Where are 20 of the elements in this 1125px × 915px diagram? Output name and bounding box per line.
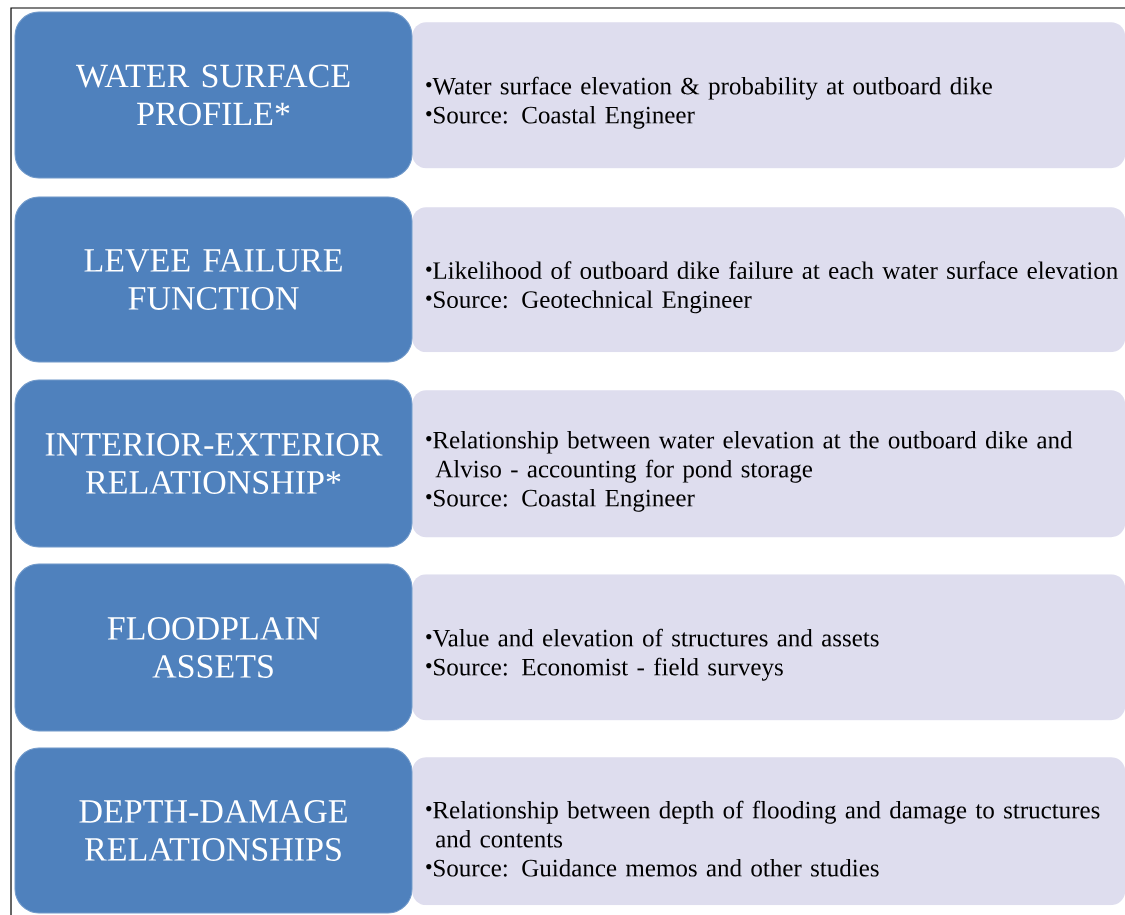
bullet-item: Source: Geotechnical Engineer bbox=[426, 290, 752, 314]
bullet-item: Source: Coastal Engineer bbox=[426, 488, 695, 512]
detail-box bbox=[412, 22, 1125, 169]
bullet-item: Value and elevation of structures and assets bbox=[426, 628, 879, 647]
category-box: FLOODPLAIN ASSETS bbox=[14, 563, 413, 732]
detail-box bbox=[412, 390, 1125, 538]
bullet-item: Water surface elevation & probability at outboard dike bbox=[426, 76, 992, 100]
bullet-item: Source: Economist - field surveys bbox=[426, 657, 783, 681]
bullet-item: Likelihood of outboard dike failure at each water surface elevation bbox=[426, 261, 1118, 280]
category-box: LEVEE FAILURE FUNCTION bbox=[14, 196, 413, 363]
bullet-item: Relationship between depth of flooding and damage to structures and contents bbox=[426, 800, 1100, 848]
detail-box bbox=[412, 574, 1125, 721]
bullet-item: Source: Guidance memos and other studies bbox=[426, 858, 879, 877]
category-box: WATER SURFACE PROFILE* bbox=[14, 11, 413, 179]
category-box: DEPTH-DAMAGE RELATIONSHIPS bbox=[14, 747, 413, 914]
bullet-item: Source: Coastal Engineer bbox=[426, 105, 695, 129]
bullet-item: Relationship between water elevation at the outboard dike and Alviso - accounting for pond storage bbox=[426, 430, 1073, 483]
detail-box bbox=[412, 207, 1125, 353]
category-box: INTERIOR-EXTERIOR RELATIONSHIP* bbox=[14, 379, 413, 548]
detail-box bbox=[412, 757, 1125, 906]
